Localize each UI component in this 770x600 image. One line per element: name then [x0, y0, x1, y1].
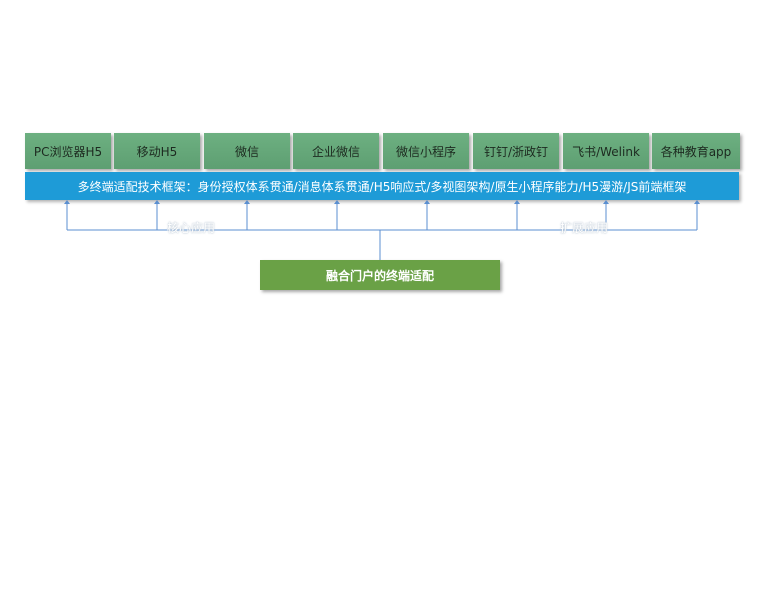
framework-bar: 多终端适配技术框架：身份授权体系贯通/消息体系贯通/H5响应式/多视图架构/原生… [25, 172, 739, 200]
arrow-4 [334, 200, 340, 204]
terminal-mobile-h5: 移动H5 [114, 133, 200, 169]
terminal-dingtalk: 钉钉/浙政钉 [473, 133, 559, 169]
arrow-5 [424, 200, 430, 204]
arrow-8 [694, 200, 700, 204]
terminal-feishu-welink: 飞书/Welink [563, 133, 649, 169]
terminal-wechat-mini-program: 微信小程序 [383, 133, 469, 169]
extension-apps-label: 扩展应用 [560, 221, 609, 235]
terminal-education-apps: 各种教育app [652, 133, 740, 169]
terminal-wechat: 微信 [204, 133, 290, 169]
arrow-7 [603, 200, 609, 204]
terminal-row: PC浏览器H5 移动H5 微信 企业微信 微信小程序 钉钉/浙政钉 飞书/Wel… [25, 133, 740, 169]
terminal-wecom: 企业微信 [293, 133, 379, 169]
arrow-1 [64, 200, 70, 204]
terminal-pc-browser-h5: PC浏览器H5 [25, 133, 111, 169]
portal-terminal-adaptation: 融合门户的终端适配 [260, 260, 500, 290]
arrow-2 [154, 200, 160, 204]
arrow-3 [244, 200, 250, 204]
arrow-6 [514, 200, 520, 204]
core-apps-label: 核心应用 [167, 221, 216, 235]
